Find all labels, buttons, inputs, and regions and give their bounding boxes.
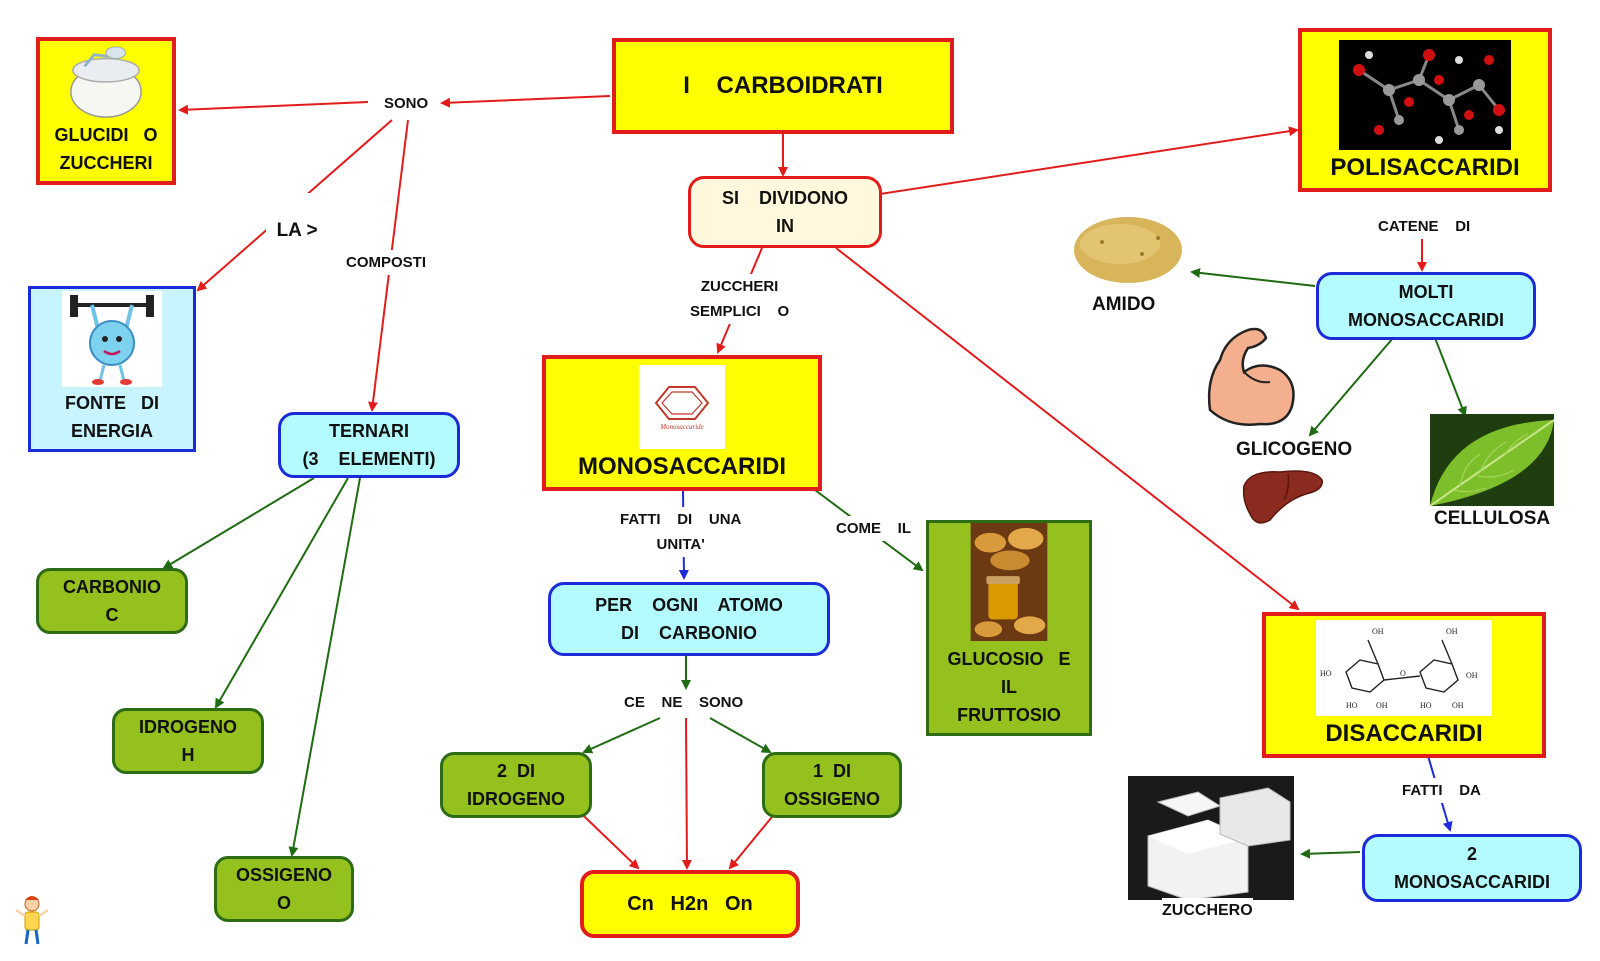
idrogeno-text: IDROGENO H — [138, 717, 237, 765]
per-ogni-node: PER OGNI ATOMO DI CARBONIO — [548, 582, 830, 656]
due-idrogeno-text: 2 DI IDROGENO — [466, 761, 565, 809]
disaccharide-structure-icon: OH OH HO OH HO OH HO OH O — [1316, 620, 1492, 716]
formula-text: Cn H2n On — [627, 893, 753, 915]
due-idrogeno-node: 2 DI IDROGENO — [440, 752, 592, 818]
formula-node: Cn H2n On — [580, 870, 800, 938]
svg-text:O: O — [1400, 669, 1406, 678]
sugar-bowl-icon — [70, 46, 142, 118]
ternari-text: TERNARI (3 ELEMENTI) — [302, 421, 436, 469]
polisaccaridi-node: POLISACCARIDI — [1298, 28, 1552, 192]
label-la-symbol: > — [306, 220, 318, 241]
pastries-icon — [970, 523, 1048, 641]
svg-text:HO: HO — [1346, 701, 1358, 710]
due-mono-text: 2 MONOSACCARIDI — [1394, 844, 1550, 892]
label-catene: CATENE DI — [1378, 214, 1471, 239]
svg-text:HO: HO — [1420, 701, 1432, 710]
fonte-text: FONTE DI ENERGIA — [65, 393, 159, 441]
idrogeno-node: IDROGENO H — [112, 708, 264, 774]
cellulosa-caption: CELLULOSA — [1434, 506, 1551, 531]
label-fatti-unita: FATTI DI UNA UNITA' — [620, 507, 742, 557]
dividono-text: SI DIVIDONO IN — [721, 188, 849, 236]
svg-text:OH: OH — [1446, 627, 1458, 636]
fonte-node: FONTE DI ENERGIA — [28, 286, 196, 452]
dividono-node: SI DIVIDONO IN — [688, 176, 882, 248]
svg-text:OH: OH — [1452, 701, 1464, 710]
uno-ossigeno-text: 1 DI OSSIGENO — [783, 761, 881, 809]
svg-text:OH: OH — [1466, 671, 1478, 680]
label-la-text: LA — [276, 220, 307, 241]
leaf-icon — [1430, 414, 1554, 506]
weightlifter-icon — [62, 291, 162, 387]
ossigeno-node: OSSIGENO O — [214, 856, 354, 922]
sugar-cubes-icon — [1128, 776, 1294, 900]
svg-text:OH: OH — [1376, 701, 1388, 710]
glucosio-text: GLUCOSIO E IL FRUTTOSIO — [947, 649, 1071, 725]
due-mono-node: 2 MONOSACCARIDI — [1362, 834, 1582, 902]
svg-text:OH: OH — [1372, 627, 1384, 636]
glicogeno-caption: GLICOGENO — [1236, 437, 1353, 462]
amido-caption: AMIDO — [1092, 292, 1156, 317]
cartoon-person-icon — [15, 896, 49, 945]
monosaccaridi-node: Monosaccaride MONOSACCARIDI — [542, 355, 822, 491]
label-ce-ne-sono: CE NE SONO — [624, 690, 744, 715]
carbonio-node: CARBONIO C — [36, 568, 188, 634]
polisaccaridi-text: POLISACCARIDI — [1330, 154, 1520, 181]
uno-ossigeno-node: 1 DI OSSIGENO — [762, 752, 902, 818]
zucchero-caption: ZUCCHERO — [1162, 898, 1253, 923]
label-come-il: COME IL — [836, 516, 911, 541]
glucidi-text: GLUCIDI O ZUCCHERI — [54, 125, 158, 173]
title-node: I CARBOIDRATI — [612, 38, 954, 134]
label-sono: SONO — [384, 91, 429, 116]
molti-node: MOLTI MONOSACCARIDI — [1316, 272, 1536, 340]
svg-text:HO: HO — [1320, 669, 1332, 678]
label-la: LA > — [266, 193, 318, 243]
hexagon-icon — [654, 386, 710, 420]
molti-text: MOLTI MONOSACCARIDI — [1348, 282, 1504, 330]
label-zuccheri-semplici: ZUCCHERI SEMPLICI O — [690, 274, 790, 324]
label-composti: COMPOSTI — [346, 250, 427, 275]
disaccaridi-text: DISACCARIDI — [1325, 720, 1483, 747]
muscle-arm-icon — [1207, 327, 1295, 426]
glucosio-node: GLUCOSIO E IL FRUTTOSIO — [926, 520, 1092, 736]
ternari-node: TERNARI (3 ELEMENTI) — [278, 412, 460, 478]
monosaccaride-caption: Monosaccaride — [660, 423, 704, 431]
monosaccaridi-text: MONOSACCARIDI — [578, 453, 786, 480]
title-text: I CARBOIDRATI — [683, 72, 883, 99]
per-ogni-text: PER OGNI ATOMO DI CARBONIO — [595, 595, 783, 643]
carbonio-text: CARBONIO C — [63, 577, 161, 625]
disaccaridi-node: OH OH HO OH HO OH HO OH O DISACCARIDI — [1262, 612, 1546, 758]
molecule-icon — [1339, 40, 1511, 150]
glucidi-node: GLUCIDI O ZUCCHERI — [36, 37, 176, 185]
ossigeno-text: OSSIGENO O — [235, 865, 333, 913]
potato-icon — [1074, 217, 1182, 283]
liver-icon — [1242, 470, 1323, 524]
monosaccaride-image: Monosaccaride — [639, 365, 725, 449]
label-fatti-da: FATTI DA — [1402, 778, 1481, 803]
